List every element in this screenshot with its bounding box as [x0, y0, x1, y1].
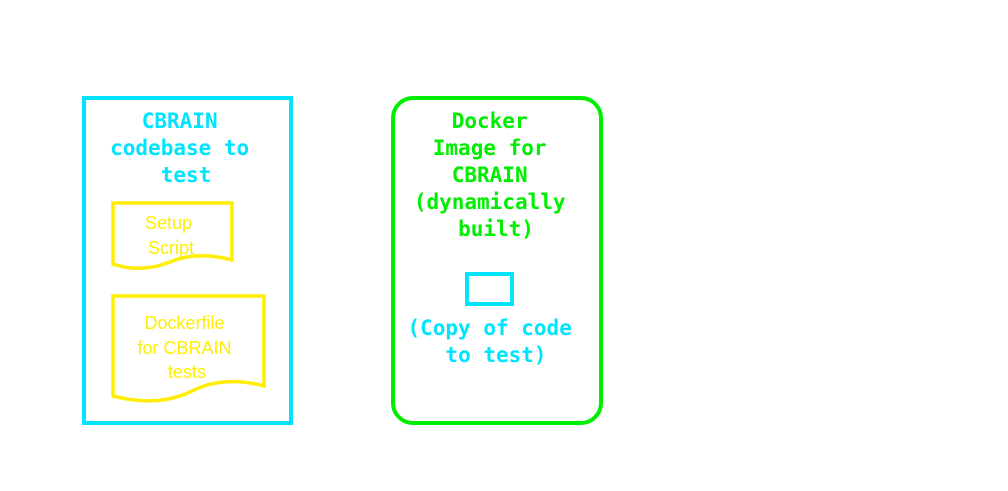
- dockerfile-document: [111, 294, 266, 403]
- setup-script-document: [111, 201, 234, 270]
- docker-image-box: [391, 96, 603, 425]
- codebase-box: [82, 96, 293, 425]
- code-copy-box: [465, 272, 514, 306]
- setup-script-label: Setup Script: [145, 213, 197, 258]
- codebase-title: CBRAIN codebase to test: [110, 109, 262, 187]
- code-copy-label: (Copy of code to test): [407, 316, 584, 367]
- docker-image-title: Docker Image for CBRAIN (dynamically bui…: [414, 109, 578, 241]
- dockerfile-label: Dockerfile for CBRAIN tests: [137, 313, 236, 382]
